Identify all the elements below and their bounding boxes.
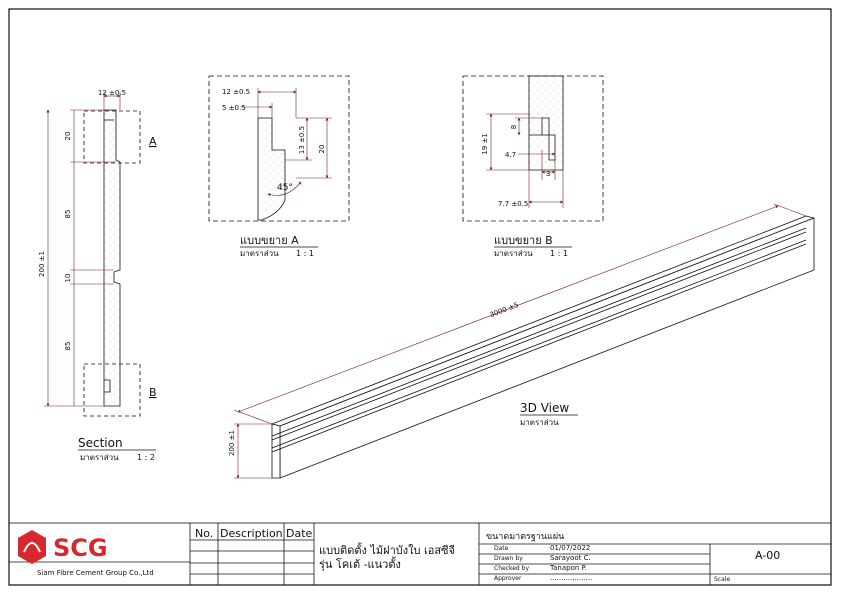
detail-a-dim-inset: 5 ±0.5	[222, 104, 246, 112]
company-name: Siam Fibre Cement Group Co.,Ltd	[37, 569, 154, 577]
view3d-dimensions	[233, 203, 807, 479]
scg-logo: SCG	[18, 530, 108, 564]
detail-a-frame	[83, 110, 141, 164]
detail-a-dim-step: 13 ±0.5	[298, 126, 306, 154]
approver-label: Approver	[494, 575, 522, 582]
detail-a-dimensions	[240, 88, 332, 197]
detail-b-title: แบบขยาย B	[494, 234, 553, 247]
checked-by-label: Checked by	[494, 565, 530, 572]
detail-a-scale-label: มาตราส่วน	[240, 249, 279, 258]
section-marker-b: B	[149, 386, 157, 399]
section-marker-a: A	[149, 135, 157, 148]
sheet-title: ขนาดมาตรฐานแผ่น	[486, 532, 565, 542]
date-label: Date	[494, 545, 509, 552]
section-dim-b: 85	[64, 210, 72, 219]
view3d-dim-height: 200 ±1	[228, 430, 236, 456]
approver-value: ...................	[550, 574, 593, 582]
detail-a-title: แบบขยาย A	[240, 234, 299, 247]
section-dim-d: 85	[64, 342, 72, 351]
detail-b-profile	[528, 75, 564, 171]
detail-a-scale-value: 1 : 1	[296, 249, 314, 258]
section-scale-label: มาตราส่วน	[80, 453, 119, 462]
drawn-by-value: Sarayoot C.	[550, 554, 591, 562]
board-3d	[271, 215, 815, 479]
logo-text: SCG	[53, 534, 108, 562]
detail-a-dim-height: 20	[318, 145, 326, 154]
section-dim-a: 20	[64, 132, 72, 141]
detail-b-dimensions	[486, 113, 564, 208]
scale-label: Scale	[714, 576, 731, 583]
view3d-dim-length: 3000 ±5	[489, 301, 520, 319]
section-dim-c: 10	[64, 274, 72, 283]
detail-a-profile	[257, 117, 286, 221]
detail-b-frame	[83, 363, 141, 417]
project-title-line2: รุ่น โคเต้ -แนวตั้ง	[319, 558, 401, 571]
detail-b-dim-gap: 3	[546, 170, 550, 178]
section-dim-total: 200 ±1	[38, 251, 46, 277]
drawn-by-label: Drawn by	[494, 555, 523, 562]
view3d-title: 3D View	[520, 401, 569, 415]
logo-mark-icon	[23, 542, 41, 553]
sheet-number: A-00	[755, 549, 781, 562]
detail-b-dim-inner: 4.7	[505, 151, 516, 159]
detail-b-dim-slot: 8	[510, 125, 518, 129]
detail-a-dim-angle: 45°	[277, 183, 293, 193]
col-date-header: Date	[286, 527, 313, 540]
section-scale-value: 1 : 2	[137, 453, 155, 462]
section-view	[83, 109, 141, 417]
detail-b-dim-width: 7.7 ±0.5	[498, 200, 528, 208]
section-dim-top: 12 ±0.5	[98, 89, 126, 97]
detail-b-scale-value: 1 : 1	[550, 249, 568, 258]
section-dimensions	[44, 92, 121, 407]
detail-b-dim-height: 19 ±1	[481, 133, 489, 154]
view3d-scale-label: มาตราส่วน	[520, 418, 559, 427]
project-title-line1: แบบติดตั้ง ไม้ฝาบังใบ เอสซีจี	[319, 544, 455, 557]
detail-a-dim-width: 12 ±0.5	[222, 88, 250, 96]
col-no-header: No.	[195, 527, 214, 540]
detail-b-scale-label: มาตราส่วน	[494, 249, 533, 258]
title-block: Siam Fibre Cement Group Co.,Ltd No. Desc…	[9, 523, 831, 585]
section-title: Section	[78, 436, 123, 450]
section-profile	[103, 109, 121, 407]
col-description-header: Description	[220, 527, 283, 540]
date-value: 01/07/2022	[550, 544, 591, 552]
checked-by-value: Tanapon P.	[550, 564, 587, 572]
title-block-grid	[8, 522, 832, 586]
